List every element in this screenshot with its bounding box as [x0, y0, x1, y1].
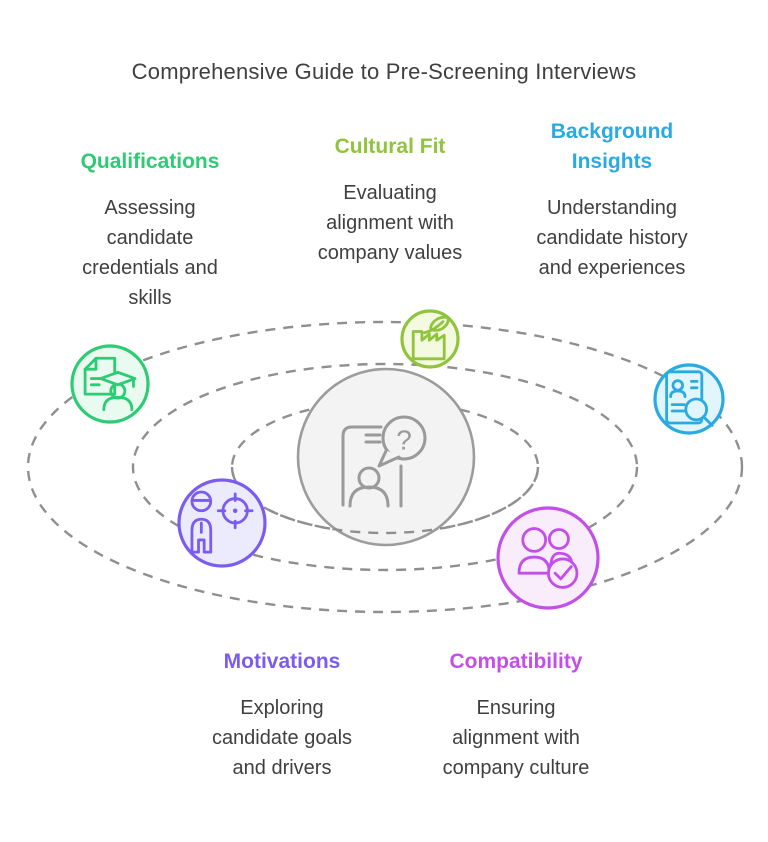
orbit-ring-inner: [230, 399, 540, 535]
check-mark: [555, 567, 571, 579]
topic-cultural-fit-description: Evaluating alignment with company values: [317, 182, 463, 264]
node-background-insights: [653, 363, 725, 435]
node-motivations: [177, 478, 267, 568]
speech-bubble: [381, 415, 427, 461]
magnifier-glass: [686, 399, 707, 420]
person-target-icon: [192, 492, 252, 552]
node-compatibility: [496, 506, 600, 610]
people-check-icon: [519, 529, 577, 588]
question-mark: ?: [396, 425, 412, 456]
factory-leaf-icon: [413, 317, 448, 359]
topic-motivations-description: Exploring candidate goals and drivers: [211, 697, 353, 779]
topic-qualifications: Qualifications Assessing candidate crede…: [75, 147, 225, 313]
check-circle: [548, 559, 577, 588]
topic-qualifications-label: Qualifications: [80, 150, 220, 173]
topic-motivations-label: Motivations: [223, 650, 341, 673]
topic-compatibility: Compatibility Ensuring alignment with co…: [436, 647, 596, 783]
certificate-graduate-icon: [85, 358, 135, 409]
topic-background-insights-label: Background Insights: [550, 120, 674, 173]
topic-qualifications-description: Assessing candidate credentials and skil…: [82, 197, 218, 309]
topic-compatibility-description: Ensuring alignment with company culture: [442, 697, 590, 779]
page-title: Comprehensive Guide to Pre-Screening Int…: [131, 59, 637, 84]
topic-background-insights: Background Insights Understanding candid…: [532, 117, 692, 283]
topic-background-insights-description: Understanding candidate history and expe…: [536, 197, 688, 279]
orbit-rings: [26, 320, 744, 614]
node-cultural-fit: [400, 309, 460, 369]
resume-search-icon: [667, 372, 713, 426]
interview-question-icon: ?: [341, 415, 427, 508]
topic-cultural-fit-label: Cultural Fit: [334, 135, 446, 158]
node-compatibility-circle: [496, 506, 600, 610]
topic-motivations: Motivations Exploring candidate goals an…: [202, 647, 362, 783]
orbit-ring-outer: [26, 320, 744, 614]
node-qualifications: [70, 344, 150, 424]
topic-compatibility-label: Compatibility: [449, 650, 583, 673]
topic-cultural-fit: Cultural Fit Evaluating alignment with c…: [305, 132, 475, 268]
orbit-ring-middle: [131, 362, 639, 572]
center-node: ?: [296, 367, 476, 547]
